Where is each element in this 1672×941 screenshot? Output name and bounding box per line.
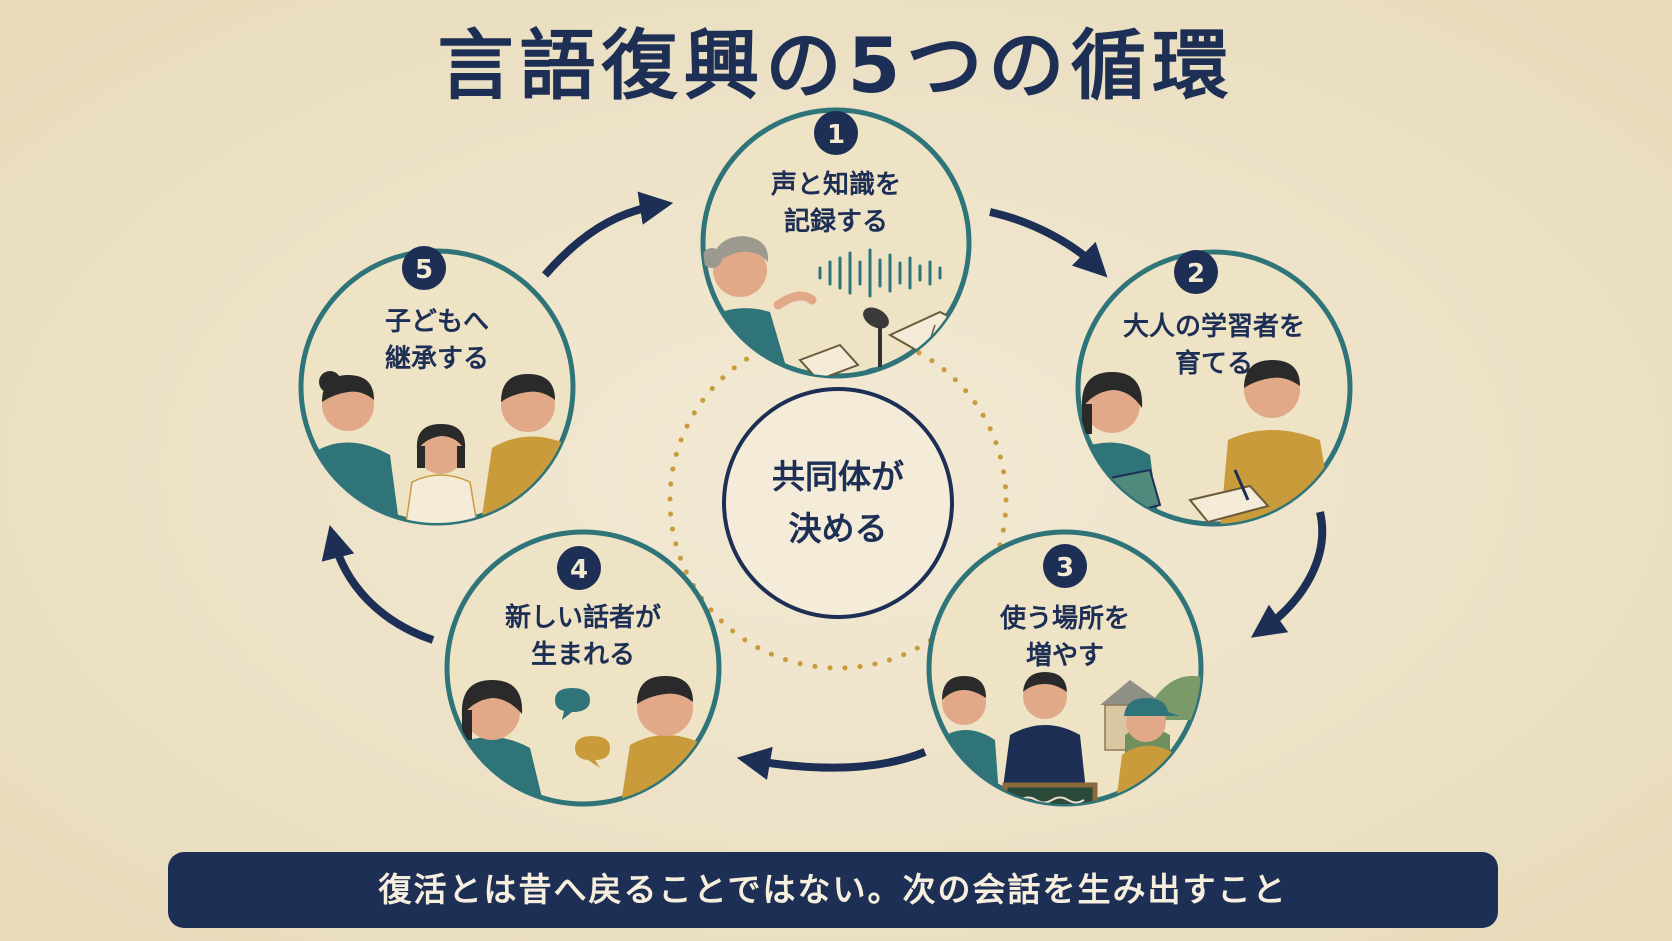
arrow-4-to-5	[321, 524, 435, 644]
step-5-number: 5	[415, 255, 433, 285]
arrow-2-to-3	[1250, 511, 1327, 638]
step-3-badge	[1043, 544, 1087, 588]
step-2-node: 2 大人の学習者を 育てる	[1075, 249, 1353, 527]
center-circle	[722, 387, 954, 619]
step-4-number: 4	[570, 555, 588, 585]
step-1-label-line2: 記録する	[784, 206, 888, 237]
step-1-number: 1	[827, 120, 845, 150]
audio-waveform	[818, 248, 942, 298]
step-3-label-line1: 使う場所を	[999, 604, 1130, 634]
step-5-label-line2: 継承する	[385, 343, 489, 374]
step-4-badge	[557, 546, 601, 590]
step-1-label-line1: 声と知識を	[771, 170, 901, 200]
step-3-label-line2: 増やす	[1026, 641, 1104, 671]
arrow-1-to-2	[989, 208, 1108, 278]
arrow-5-to-1	[541, 191, 674, 278]
step-5-node: 5 子どもへ 継承する	[298, 246, 576, 526]
step-3-number: 3	[1056, 553, 1074, 583]
step-4-label-line1: 新しい話者が	[505, 602, 661, 633]
center-label-line1: 共同体が	[772, 457, 904, 496]
center-label-line2: 決める	[789, 509, 888, 548]
step-1-node: 1 声と知識を 記録する	[700, 107, 972, 379]
step-2-number: 2	[1187, 259, 1205, 289]
step-2-badge	[1174, 250, 1218, 294]
step-5-label-line1: 子どもへ	[385, 307, 489, 337]
step-4-label-line2: 生まれる	[531, 640, 635, 670]
arrow-3-to-4	[736, 746, 927, 780]
step-4-node: 4 新しい話者が 生まれる	[444, 529, 722, 807]
center-dotted-ring	[667, 329, 1009, 671]
step-5-badge	[402, 246, 446, 290]
step-2-label-line1: 大人の学習者を	[1123, 311, 1305, 342]
footer-banner: 復活とは昔へ戻ることではない。次の会話を生み出すこと	[168, 852, 1498, 928]
step-3-node: 3 使う場所を 増やす	[926, 529, 1204, 807]
step-1-badge	[814, 111, 858, 155]
page-title: 言語復興の5つの循環	[437, 21, 1235, 110]
step-2-label-line2: 育てる	[1175, 348, 1253, 379]
